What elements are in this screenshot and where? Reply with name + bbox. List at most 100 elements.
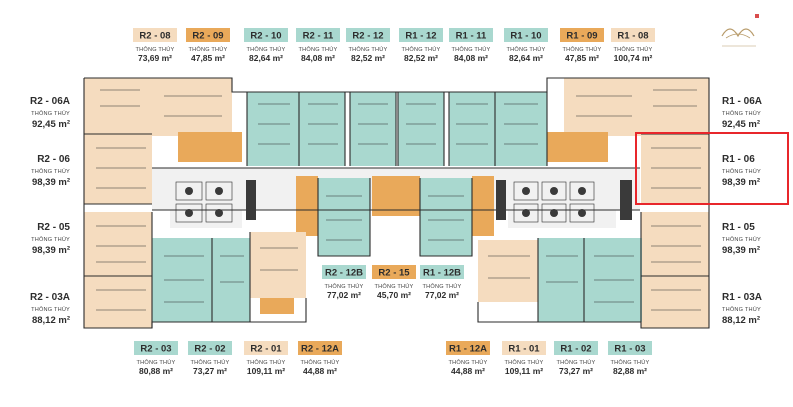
unit-code-r2-02: R2 - 02 [194, 344, 225, 355]
unit-code-r1-11: R1 - 11 [456, 31, 487, 42]
unit-block-r2-02[interactable] [212, 238, 250, 322]
unit-block-r2-05[interactable] [84, 212, 152, 276]
unit-label-r2-03[interactable] [134, 341, 178, 355]
unit-block-r2-10[interactable] [247, 92, 299, 166]
unit-label-r2-12a[interactable] [298, 341, 342, 355]
unit-block-r2-12a[interactable] [260, 298, 294, 314]
unit-label-r2-15[interactable] [372, 265, 416, 279]
unit-label-r2-08[interactable] [133, 28, 177, 42]
unit-area-r2-06a: 92,45 m² [32, 119, 70, 130]
unit-area-r1-02: 73,27 m² [559, 366, 593, 376]
unit-caption-r2-12a: THÔNG THỦY [301, 359, 340, 366]
unit-label-r2-10[interactable] [244, 28, 288, 42]
unit-label-r2-02[interactable] [188, 341, 232, 355]
unit-block-r1-12b[interactable] [420, 178, 472, 256]
unit-label-r2-01[interactable] [244, 341, 288, 355]
unit-code-r1-02: R1 - 02 [560, 344, 591, 355]
highlight-box [635, 132, 789, 205]
brand-logo [721, 14, 759, 47]
unit-code-r1-12a: R1 - 12A [449, 344, 487, 355]
unit-area-r1-05: 98,39 m² [722, 245, 760, 256]
unit-label-r2-11[interactable] [296, 28, 340, 42]
unit-area-r1-10: 82,64 m² [509, 53, 543, 63]
unit-label-r1-09[interactable] [560, 28, 604, 42]
unit-caption-r1-06a: THÔNG THỦY [722, 110, 761, 117]
unit-area-r2-12: 82,52 m² [351, 53, 385, 63]
unit-block-r1-09[interactable] [546, 132, 608, 162]
unit-area-r1-08: 100,74 m² [614, 53, 653, 63]
unit-area-r2-08: 73,69 m² [138, 53, 172, 63]
unit-block-r2-09[interactable] [178, 132, 242, 162]
unit-block-r2-06[interactable] [84, 134, 152, 204]
unit-code-r1-08: R1 - 08 [617, 31, 648, 42]
core-right [508, 176, 616, 228]
unit-block-r1-11[interactable] [449, 92, 495, 166]
unit-label-r1-12a[interactable] [446, 341, 490, 355]
unit-area-r2-09: 47,85 m² [191, 53, 225, 63]
unit-code-r2-06: R2 - 06 [37, 154, 70, 165]
unit-area-r2-11: 84,08 m² [301, 53, 335, 63]
unit-label-r1-11[interactable] [449, 28, 493, 42]
unit-block-r2-15[interactable] [296, 176, 318, 236]
unit-label-r1-08[interactable] [611, 28, 655, 42]
unit-block-r2-12[interactable] [350, 92, 396, 166]
unit-caption-r2-01: THÔNG THỦY [247, 359, 286, 366]
unit-code-r1-05: R1 - 05 [722, 222, 755, 233]
unit-label-r2-12b[interactable] [322, 265, 366, 279]
unit-area-r1-06: 98,39 m² [722, 177, 760, 188]
unit-caption-r1-09: THÔNG THỦY [563, 46, 602, 53]
unit-code-r2-15: R2 - 15 [378, 268, 410, 279]
unit-caption-r2-03: THÔNG THỦY [137, 359, 176, 366]
unit-block-r2-01[interactable] [250, 232, 306, 298]
unit-caption-r2-15: THÔNG THỦY [375, 283, 414, 290]
unit-label-r1-02[interactable] [554, 341, 598, 355]
unit-caption-r1-12b: THÔNG THỦY [423, 283, 462, 290]
unit-caption-r2-05: THÔNG THỦY [31, 236, 70, 243]
unit-area-r2-12a: 44,88 m² [303, 366, 337, 376]
unit-block-r1-12[interactable] [398, 92, 444, 166]
unit-code-r1-06a: R1 - 06A [722, 96, 762, 107]
unit-block-r1-10[interactable] [495, 92, 547, 166]
unit-block-r1-08[interactable] [564, 78, 642, 136]
unit-caption-r1-11: THÔNG THỦY [452, 46, 491, 53]
unit-caption-r1-01: THÔNG THỦY [505, 359, 544, 366]
unit-label-r2-12[interactable] [346, 28, 390, 42]
unit-block-r2-11[interactable] [299, 92, 345, 166]
unit-code-r1-12b: R1 - 12B [423, 268, 461, 279]
unit-caption-r1-10: THÔNG THỦY [507, 46, 546, 53]
unit-area-r1-03a: 88,12 m² [722, 315, 760, 326]
unit-code-r1-09: R1 - 09 [566, 31, 597, 42]
unit-label-r1-12[interactable] [399, 28, 443, 42]
unit-code-r2-10: R2 - 10 [250, 31, 281, 42]
unit-label-r1-12b[interactable] [420, 265, 464, 279]
unit-code-r2-08: R2 - 08 [139, 31, 170, 42]
unit-caption-r1-06: THÔNG THỦY [722, 168, 761, 175]
unit-label-r1-03[interactable] [608, 341, 652, 355]
unit-block-r1-15[interactable] [472, 176, 494, 236]
unit-block-r2-03a[interactable] [84, 276, 152, 328]
unit-code-r2-05: R2 - 05 [37, 222, 70, 233]
unit-area-r2-03a: 88,12 m² [32, 315, 70, 326]
unit-label-r1-01[interactable] [502, 341, 546, 355]
unit-block-r1-03a[interactable] [641, 276, 709, 328]
unit-code-r2-06a: R2 - 06A [30, 96, 70, 107]
unit-block-r2-15b[interactable] [372, 176, 420, 216]
unit-area-r1-12b: 77,02 m² [425, 290, 459, 300]
unit-area-r2-05: 98,39 m² [32, 245, 70, 256]
unit-block-r2-08[interactable] [152, 78, 232, 136]
unit-block-r1-06[interactable] [641, 134, 709, 204]
unit-caption-r2-06: THÔNG THỦY [31, 168, 70, 175]
unit-block-r1-05[interactable] [641, 212, 709, 276]
unit-area-r2-03: 80,88 m² [139, 366, 173, 376]
unit-area-r1-12a: 44,88 m² [451, 366, 485, 376]
unit-code-r1-12: R1 - 12 [405, 31, 436, 42]
unit-label-r1-10[interactable] [504, 28, 548, 42]
unit-code-r1-01: R1 - 01 [508, 344, 540, 355]
unit-block-r2-12b[interactable] [318, 178, 370, 256]
unit-block-r1-02[interactable] [538, 238, 584, 322]
unit-code-r2-12b: R2 - 12B [325, 268, 363, 279]
unit-label-r2-09[interactable] [186, 28, 230, 42]
unit-block-r1-01[interactable] [478, 240, 538, 302]
unit-caption-r1-08: THÔNG THỦY [614, 46, 653, 53]
